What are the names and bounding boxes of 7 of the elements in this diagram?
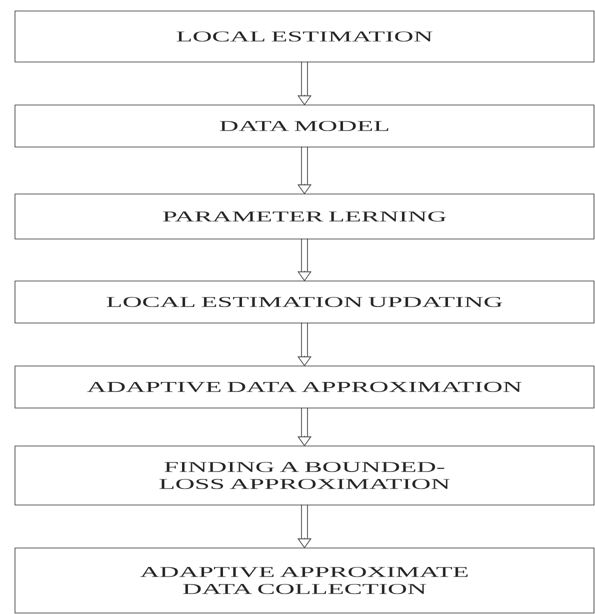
process-box: LOCAL ESTIMATION	[14, 10, 594, 62]
process-box: ADAPTIVE DATA APPROXIMATION	[14, 366, 594, 408]
process-box: LOCAL ESTIMATION UPDATING	[14, 280, 594, 324]
process-box: DATA MODEL	[14, 104, 594, 148]
process-box: FINDING A BOUNDED-LOSS APPROXIMATION	[14, 446, 594, 506]
process-box: PARAMETER LERNING	[14, 194, 594, 240]
process-box: ADAPTIVE APPROXIMATE DATA COLLECTION	[14, 548, 594, 614]
